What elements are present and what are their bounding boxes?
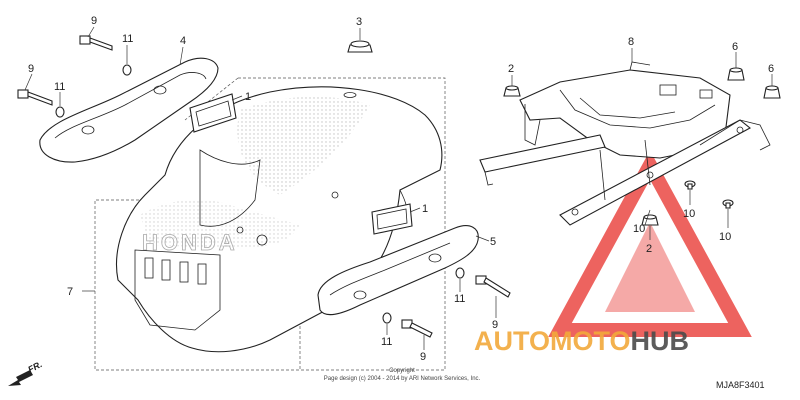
callout-11-low: 11	[381, 336, 392, 348]
nut-6-upper	[727, 67, 745, 81]
right-side-cover	[317, 225, 479, 316]
inner-fender-bracket	[479, 61, 771, 226]
watermark-triangle	[548, 150, 752, 337]
reflector-upper	[189, 93, 237, 133]
reflector-lower	[371, 203, 413, 235]
diagram-code: MJA8F3401	[716, 380, 765, 390]
callout-11-mid: 11	[454, 293, 465, 305]
bolt-9-upper-left	[79, 35, 113, 51]
callout-11-top: 11	[122, 33, 133, 45]
grommet-3	[347, 40, 373, 53]
leader-lines	[24, 26, 773, 350]
bolt-9-right	[475, 275, 511, 298]
callout-9-top: 9	[91, 15, 97, 27]
callout-3: 3	[356, 16, 362, 28]
watermark-automoto: AUTOMOTO	[474, 326, 631, 356]
copyright-line1: Copyright	[389, 368, 415, 374]
callout-2-lower: 2	[646, 243, 652, 255]
front-label: FR.	[26, 359, 43, 375]
callout-8: 8	[628, 36, 634, 48]
callout-7: 7	[67, 286, 73, 298]
washer-11-low	[382, 312, 392, 324]
callout-11-left: 11	[54, 81, 65, 93]
assembly-outline	[94, 77, 446, 371]
callout-10-c: 10	[633, 223, 645, 235]
screw-10-b	[722, 199, 734, 209]
callout-9-left: 9	[28, 63, 34, 75]
callout-9-right: 9	[492, 319, 498, 331]
callout-2-upper: 2	[508, 63, 514, 75]
callout-6-upper: 6	[732, 41, 738, 53]
front-arrow-icon	[8, 370, 33, 386]
callout-1-lower: 1	[422, 203, 428, 215]
callout-10-a: 10	[683, 208, 695, 220]
screw-10-a	[684, 180, 696, 190]
washer-11-mid	[455, 267, 465, 279]
callout-6-right: 6	[768, 63, 774, 75]
callout-1-upper: 1	[245, 91, 251, 103]
nut-2-upper	[503, 85, 521, 97]
watermark-text: AUTOMOTOHUB	[474, 326, 689, 356]
copyright-line2: Page design (c) 2004 - 2014 by ARI Netwo…	[324, 376, 481, 382]
washer-11-left	[55, 106, 65, 118]
bolt-9-bottom	[401, 319, 433, 338]
left-side-cover	[39, 57, 219, 163]
callout-10-b: 10	[719, 231, 731, 243]
washer-11-upper	[122, 64, 132, 76]
bolt-9-left	[17, 89, 53, 106]
nut-6-right	[763, 85, 781, 99]
rear-fender: HONDA	[116, 86, 443, 353]
callout-5: 5	[490, 236, 496, 248]
callout-9-bottom: 9	[420, 351, 426, 363]
watermark-hub: HUB	[631, 326, 690, 356]
callout-4: 4	[180, 35, 186, 47]
